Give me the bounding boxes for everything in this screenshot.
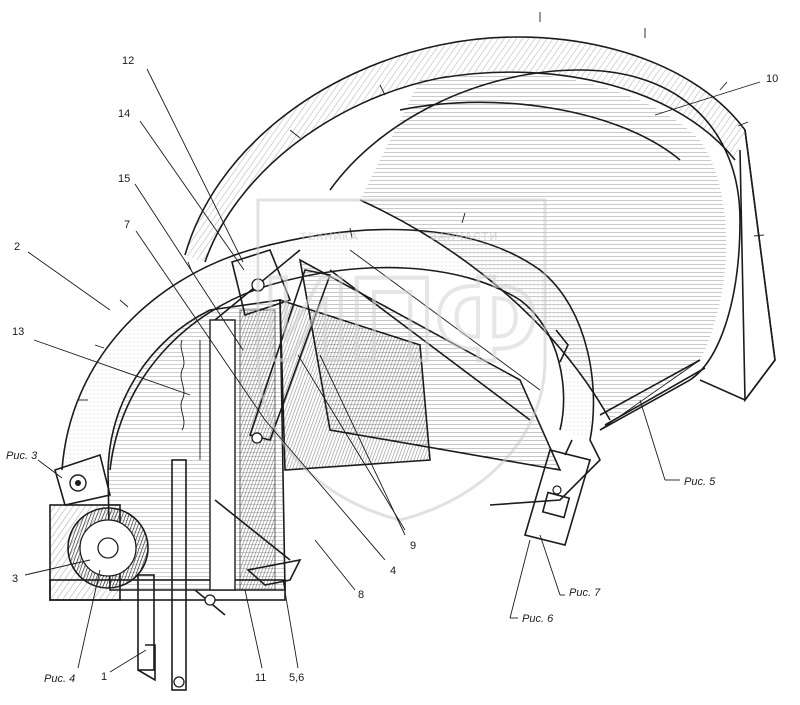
callout-13: 14 [118,108,130,120]
callout-labels: 12 14 15 7 2 13 10 Рис. 3 3 Рис. 4 1 11 … [6,55,778,685]
watermark-logo: ТЕХНИКА ЗАПЧАСТИ ИПФ [256,198,547,522]
watermark-left-word: ТЕХНИКА [300,231,359,243]
inner-chute [279,249,562,472]
callout-fig-4: Рис. 4 [44,673,75,685]
watermark-right-word: ЗАПЧАСТИ [430,231,498,243]
callout-10: 12 [122,55,134,67]
bearing-bracket [54,453,111,506]
linkage-rods [137,249,302,691]
callout-15: 15 [118,173,130,185]
callout-3: 3 [12,573,18,585]
callout-7: 7 [124,219,130,231]
callout-12: 13 [12,326,24,338]
callout-2: 2 [14,241,20,253]
back-housing [184,12,776,403]
callout-fig-5: Рис. 5 [684,476,716,488]
callout-14: 9 [410,540,416,552]
watermark-letters: ИПФ [263,252,538,386]
callout-1: 1 [101,671,107,683]
gear-wheel [67,507,149,589]
callout-11: 11 [255,672,266,684]
callout-8: 8 [358,589,364,601]
callout-9: 10 [766,73,778,85]
leader-lines [24,68,761,673]
callout-fig-7: Рис. 7 [569,587,601,599]
callout-fig-6: Рис. 6 [522,613,554,625]
callout-5-6: 5,6 [289,672,304,684]
latch-assembly [523,439,592,546]
callout-4: 4 [390,565,396,577]
callout-fig-3: Рис. 3 [6,450,38,462]
